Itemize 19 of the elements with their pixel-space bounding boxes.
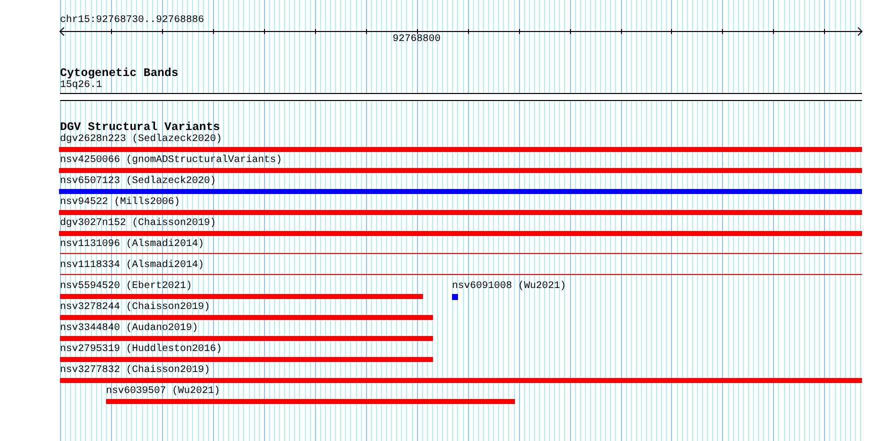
variant-label: nsv1118334 (Alsmadi2014) <box>60 260 204 272</box>
locus-label: chr15:92768730..92768886 <box>60 15 204 27</box>
variant-label: dgv3027n152 (Chaisson2019) <box>60 218 216 230</box>
track-title: Cytogenetic Bands <box>60 67 178 80</box>
variant-label: nsv6091008 (Wu2021) <box>452 281 566 293</box>
track-title: DGV Structural Variants <box>60 121 220 134</box>
variant-label: nsv4250066 (gnomADStructuralVariants) <box>60 155 282 167</box>
variant-label: nsv94522 (Mills2006) <box>60 197 180 209</box>
variant-label: nsv3278244 (Chaisson2019) <box>60 302 210 314</box>
band-label: 15q26.1 <box>60 80 102 92</box>
variant-label: nsv3277832 (Chaisson2019) <box>60 365 210 377</box>
variant-label: nsv3344840 (Audano2019) <box>60 323 198 335</box>
variant-label: nsv1131096 (Alsmadi2014) <box>60 239 204 251</box>
variant-label: nsv5594520 (Ebert2021) <box>60 281 192 293</box>
variant-label: nsv2795319 (Huddleston2016) <box>60 344 222 356</box>
tick-label: 92768800 <box>392 34 441 46</box>
variant-label: dgv2628n223 (Sedlazeck2020) <box>60 134 222 146</box>
variant-label: nsv6039507 (Wu2021) <box>106 386 220 398</box>
variant-label: nsv6507123 (Sedlazeck2020) <box>60 176 216 188</box>
